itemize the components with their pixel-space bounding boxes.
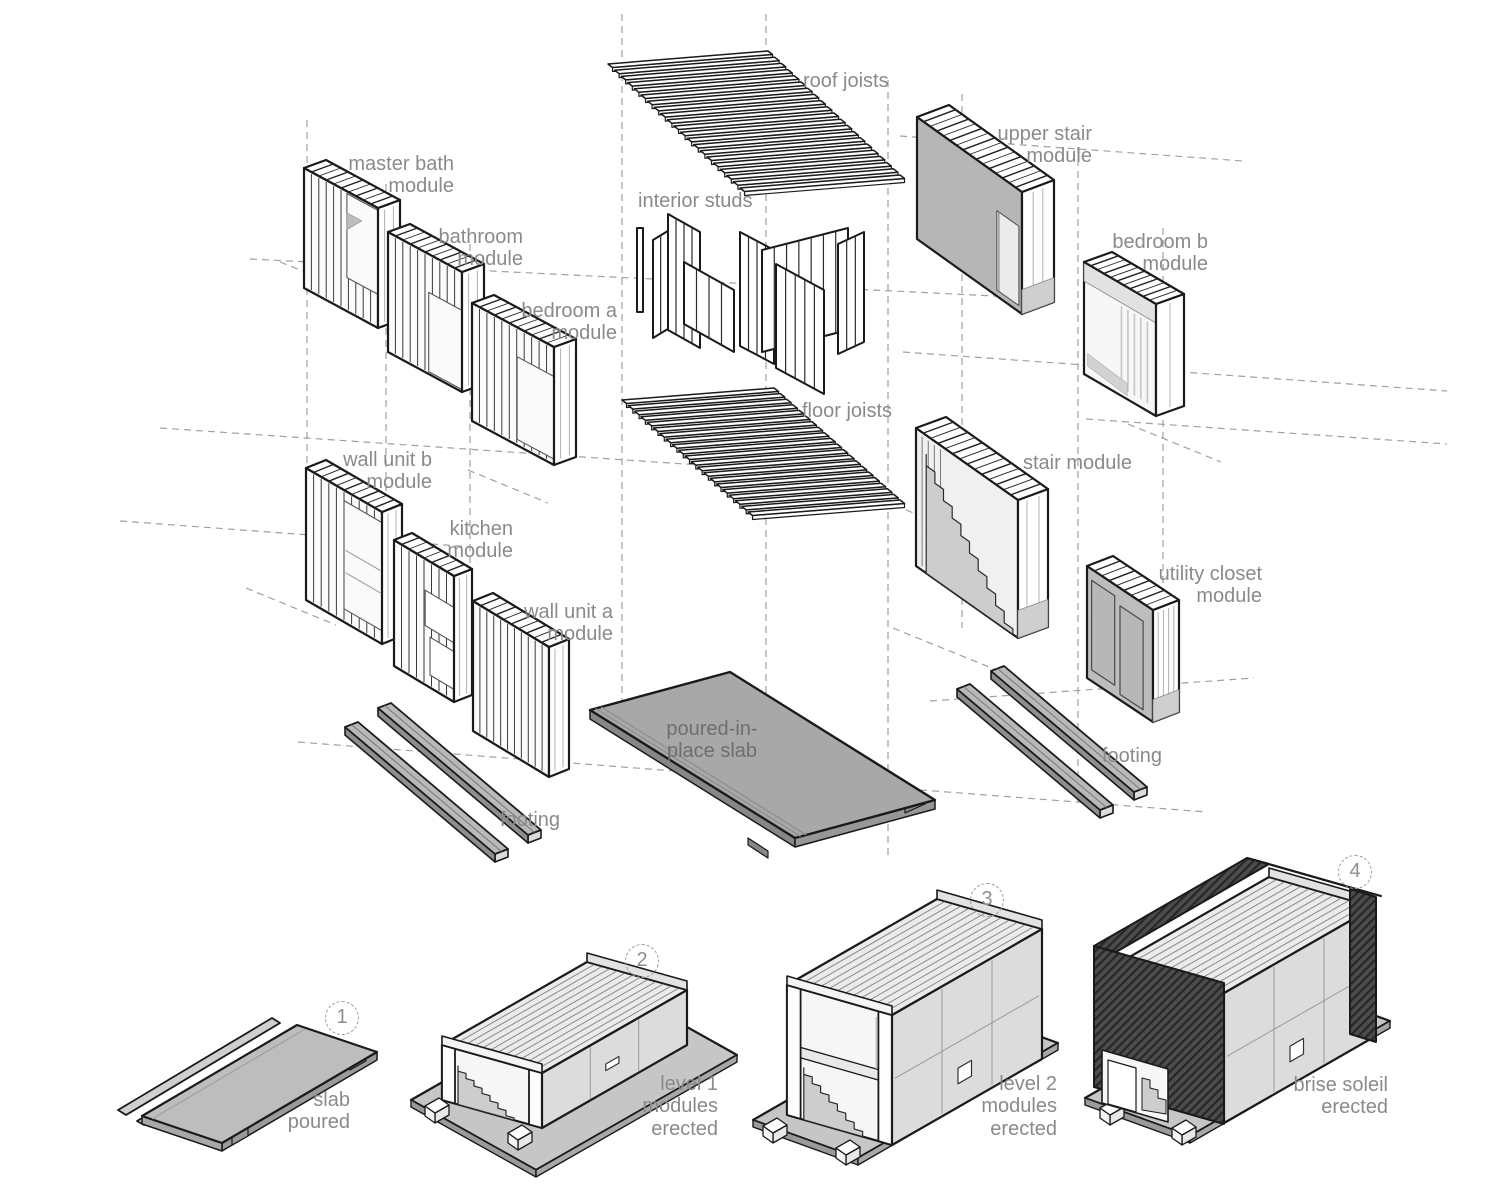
label-wall-unit-a-module: wall unit a module [524, 601, 613, 646]
label-footing-left: footing [500, 809, 561, 831]
label-bedroom-a-module: bedroom a module [521, 300, 617, 345]
stage-4-number-badge: 4 [1338, 855, 1372, 889]
floor-joists-drawing [621, 387, 906, 521]
label-stage-3: level 2 modules erected [981, 1073, 1057, 1140]
upper-stair-module-drawing [915, 103, 1056, 316]
stair-module-drawing [914, 415, 1050, 640]
roof-joists-drawing [607, 50, 906, 197]
stage-1-slab-drawing [117, 1017, 379, 1152]
bedroom-b-module-drawing [1082, 250, 1186, 418]
label-bathroom-module: bathroom module [438, 226, 524, 271]
label-upper-stair-module: upper stair module [997, 123, 1093, 168]
wall-unit-a-module-drawing [471, 591, 571, 779]
utility-closet-module-drawing [1085, 554, 1181, 724]
bedroom-a-module-drawing [470, 293, 578, 467]
master-bath-module-drawing [302, 158, 402, 330]
label-wall-unit-b-module: wall unit b module [343, 449, 432, 494]
label-kitchen-module: kitchen module [447, 518, 513, 563]
label-stage-2: level 1 modules erected [642, 1073, 718, 1140]
stage-1-number-badge: 1 [325, 1001, 359, 1035]
label-utility-closet-module: utility closet module [1158, 563, 1262, 608]
label-stair-module: stair module [1023, 452, 1132, 474]
guide-grid [119, 14, 1448, 857]
stage-3-number-badge: 3 [970, 883, 1004, 917]
label-stage-4: brise soleil erected [1293, 1074, 1388, 1119]
label-master-bath-module: master bath module [348, 153, 454, 198]
bathroom-module-drawing [386, 222, 486, 394]
wall-unit-b-module-drawing [304, 458, 404, 646]
kitchen-module-drawing [392, 531, 474, 704]
footing-left-drawing [344, 702, 542, 863]
poured-in-place-slab-drawing [588, 670, 937, 859]
interior-studs-drawing [636, 213, 865, 395]
label-roof-joists: roof joists [803, 70, 889, 92]
label-poured-in-place-slab: poured-in- place slab [666, 718, 758, 763]
brise-soleil-dark-screens [1093, 857, 1382, 1125]
footing-right-drawing [956, 665, 1148, 819]
stage-2-level1-drawing [409, 952, 739, 1178]
stage-3-level2-drawing [751, 889, 1060, 1166]
label-stage-1: slab poured [287, 1089, 350, 1134]
label-bedroom-b-module: bedroom b module [1112, 231, 1208, 276]
label-footing-right: footing [1102, 745, 1163, 767]
label-interior-studs: interior studs [638, 190, 753, 212]
label-floor-joists: floor joists [802, 400, 893, 422]
stage-2-number-badge: 2 [625, 944, 659, 978]
